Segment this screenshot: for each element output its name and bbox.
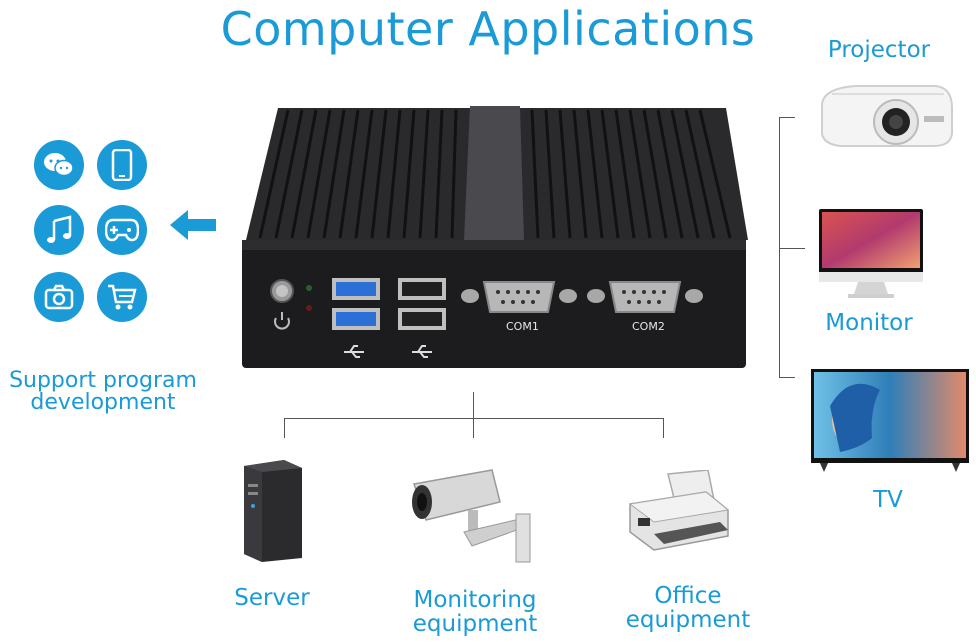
- monitoring-label-line2: equipment: [412, 611, 538, 637]
- right-bracket-line: [779, 117, 780, 377]
- office-label: Office equipment: [604, 584, 772, 632]
- printer-image: [624, 470, 732, 556]
- bottom-tree-leg-left: [284, 418, 285, 438]
- bottom-tree-bar: [284, 418, 664, 419]
- com2-label: COM2: [632, 320, 665, 333]
- server-image: [236, 458, 306, 562]
- gamepad-icon: [97, 205, 147, 255]
- camera-image: [408, 466, 536, 566]
- mini-pc: [238, 100, 758, 372]
- shopping-cart-icon: [97, 272, 147, 322]
- server-label: Server: [234, 585, 310, 611]
- tv-image: [810, 368, 970, 474]
- right-bracket-tick-bottom: [779, 377, 795, 378]
- chat-icon: [34, 140, 84, 190]
- bottom-tree-stem: [473, 392, 474, 438]
- right-bracket-tick-top: [779, 117, 795, 118]
- projector-label: Projector: [827, 37, 931, 63]
- bottom-tree-leg-right: [663, 418, 664, 438]
- support-program-label-line2: development: [30, 390, 176, 415]
- arrow-left-icon: [170, 210, 216, 240]
- monitoring-label-line1: Monitoring: [413, 587, 537, 613]
- office-label-line1: Office: [654, 583, 722, 609]
- right-bracket-tick-mid: [779, 248, 805, 249]
- support-program-label: Support program development: [0, 370, 206, 414]
- projector-image: [816, 78, 958, 154]
- office-label-line2: equipment: [625, 607, 751, 633]
- smartphone-icon: [97, 140, 147, 190]
- support-program-label-line1: Support program: [9, 368, 197, 393]
- com1-label: COM1: [506, 320, 539, 333]
- monitor-image: [818, 208, 924, 300]
- monitoring-label: Monitoring equipment: [392, 588, 558, 636]
- monitor-label: Monitor: [825, 310, 913, 336]
- page-title: Computer Applications: [220, 2, 756, 56]
- tv-label: TV: [873, 487, 903, 513]
- music-note-icon: [34, 205, 84, 255]
- camera-icon: [34, 272, 84, 322]
